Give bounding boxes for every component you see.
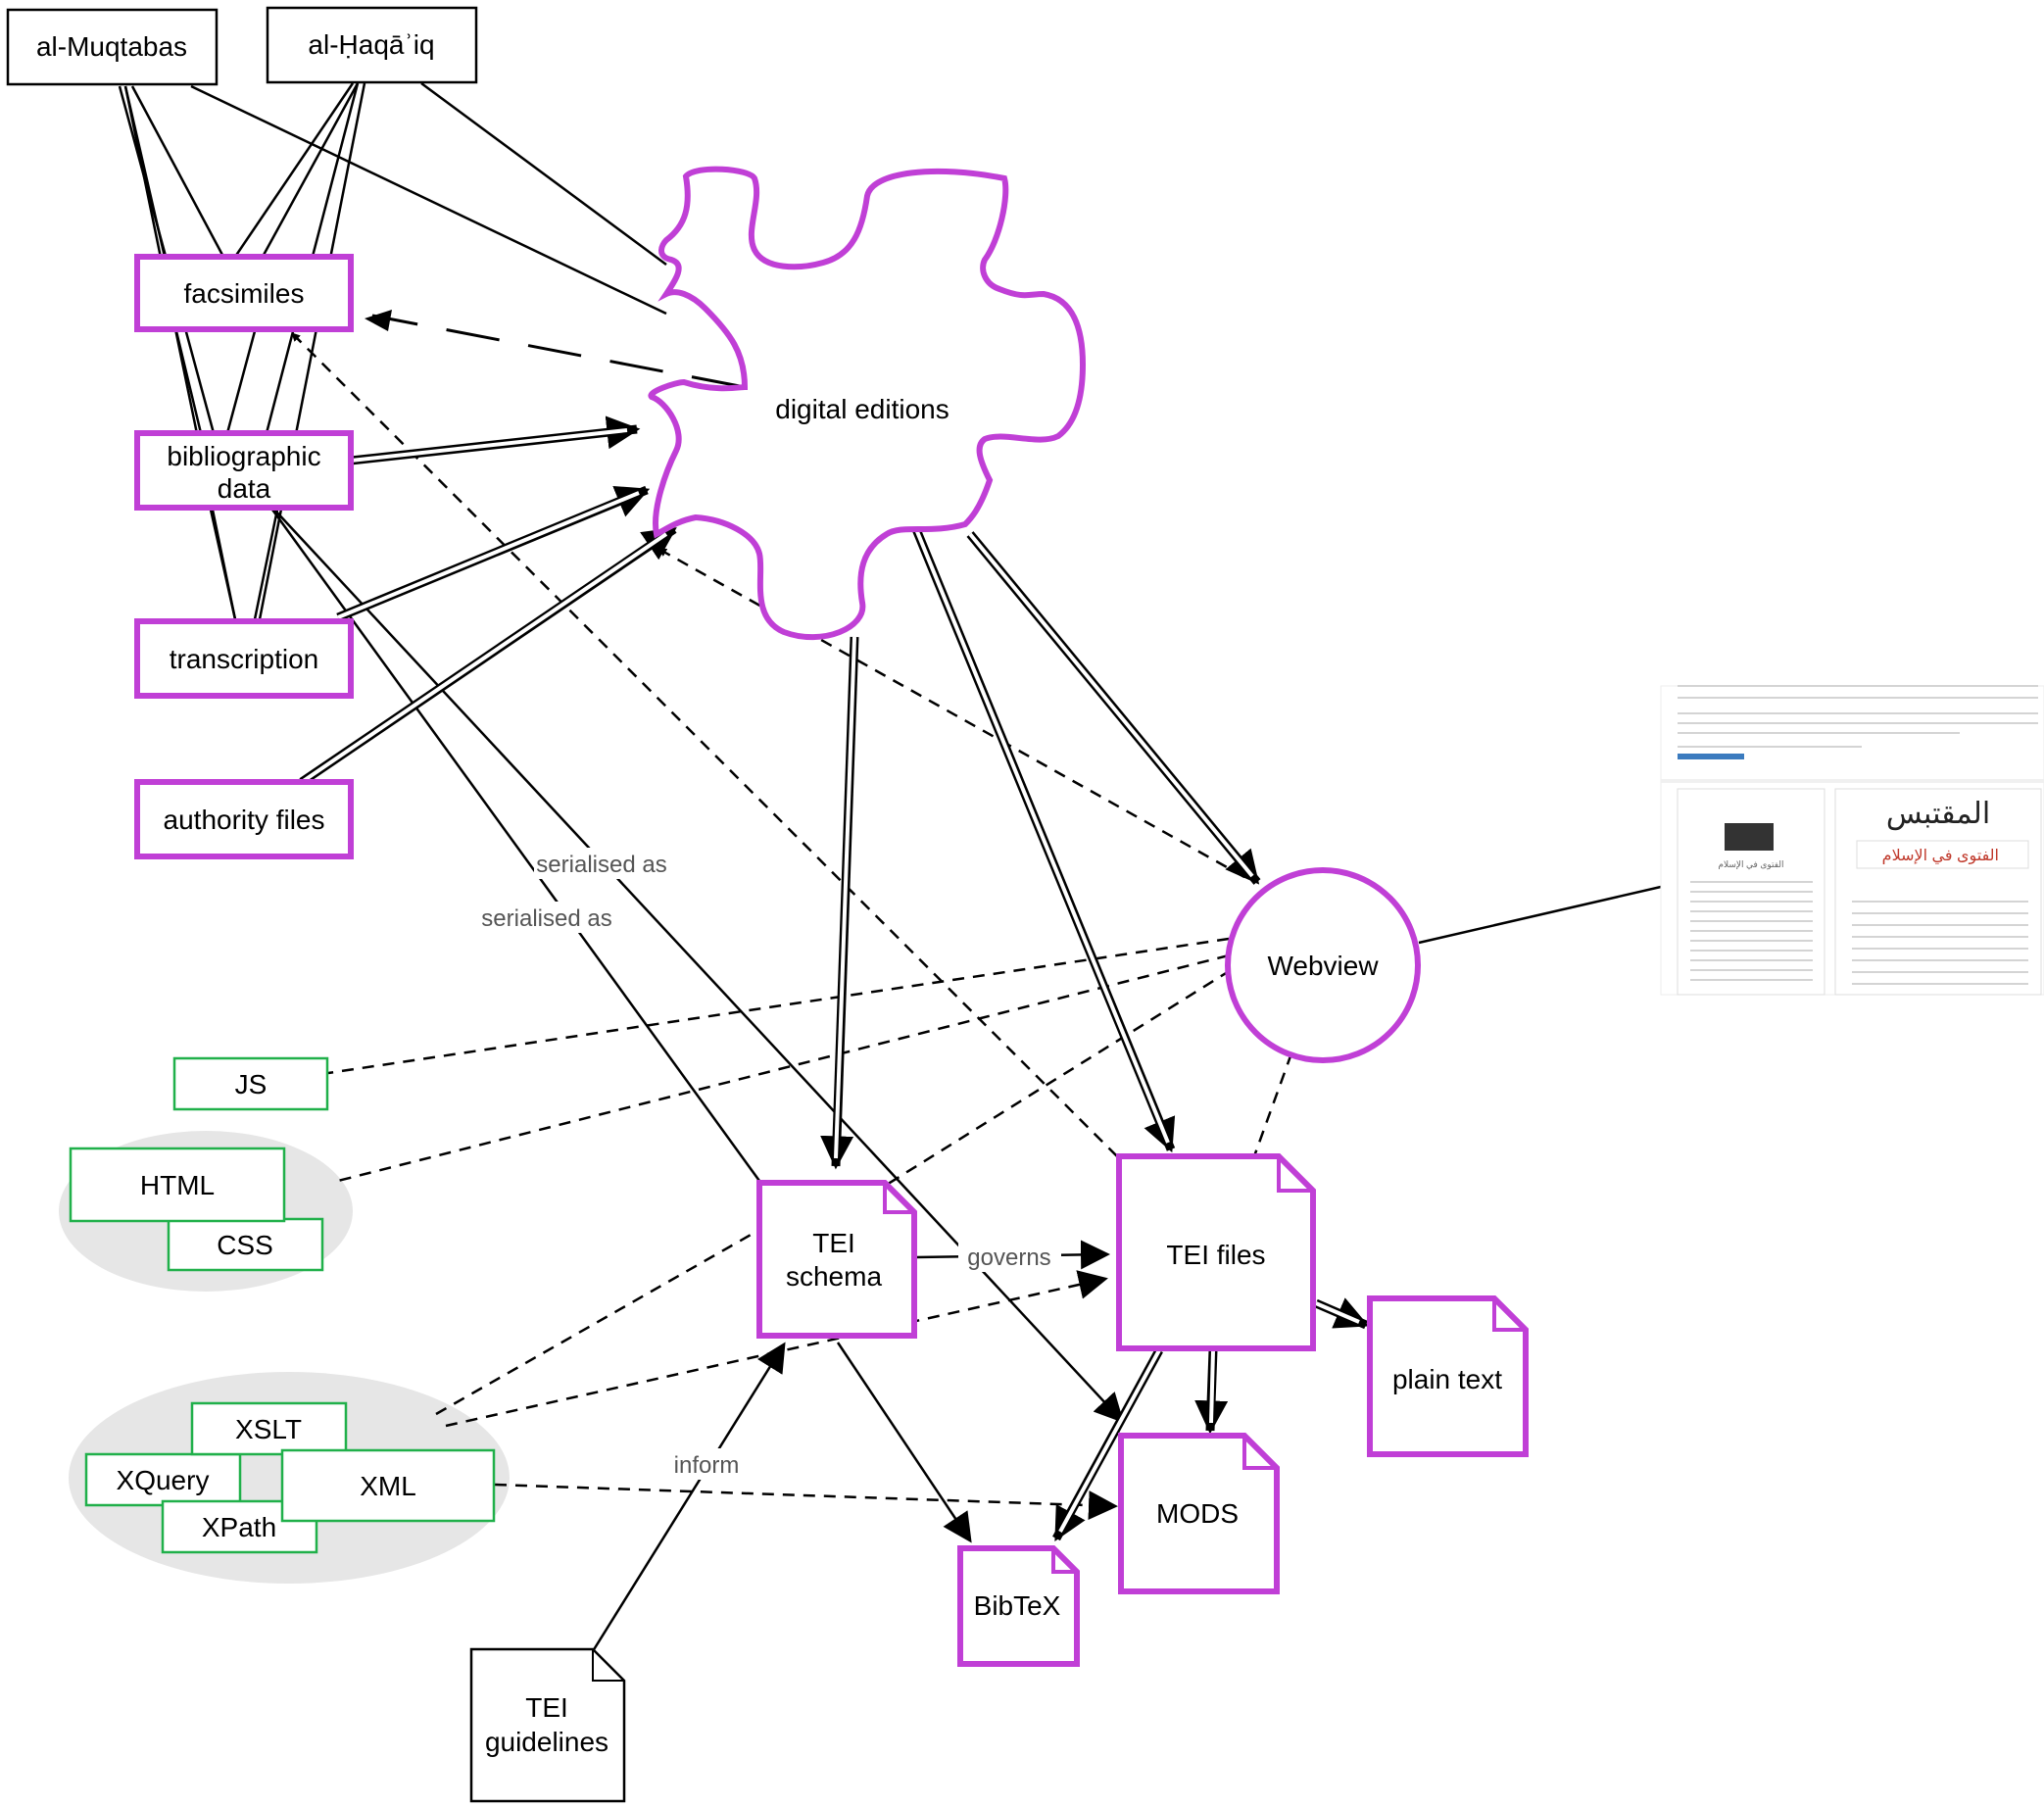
xslt-label: XSLT bbox=[235, 1414, 302, 1444]
node-html[interactable]: HTML bbox=[69, 1147, 286, 1223]
facsimiles-label: facsimiles bbox=[184, 278, 305, 309]
node-al-haqaiq[interactable]: al-Ḥaqāʾiq bbox=[266, 6, 478, 84]
plain-text-label: plain text bbox=[1392, 1364, 1502, 1394]
html-label: HTML bbox=[140, 1170, 215, 1200]
webview-screenshot: الفتوى في الإسلام المقتبس الفتوى في الإس… bbox=[1660, 685, 2044, 996]
tei-files-label: TEI files bbox=[1166, 1240, 1265, 1270]
node-mods[interactable]: MODS bbox=[1118, 1433, 1280, 1594]
transcription-label: transcription bbox=[170, 644, 319, 674]
node-facsimiles[interactable]: facsimiles bbox=[134, 254, 354, 332]
edge-label-governs: governs bbox=[967, 1245, 1050, 1271]
al-muqtabas-label: al-Muqtabas bbox=[36, 31, 187, 62]
node-bibtex[interactable]: BibTeX bbox=[957, 1545, 1080, 1667]
js-label: JS bbox=[235, 1069, 268, 1099]
mods-label: MODS bbox=[1156, 1498, 1239, 1529]
node-xml[interactable]: XML bbox=[280, 1448, 496, 1523]
node-tei-guidelines[interactable]: TEI guidelines bbox=[469, 1647, 626, 1803]
tei-guidelines-label-1: TEI bbox=[525, 1692, 568, 1723]
data-label: data bbox=[218, 473, 271, 504]
node-xslt[interactable]: XSLT bbox=[190, 1401, 348, 1456]
node-css[interactable]: CSS bbox=[167, 1217, 324, 1272]
node-authority-files[interactable]: authority files bbox=[134, 779, 354, 859]
node-plain-text[interactable]: plain text bbox=[1367, 1295, 1529, 1457]
node-xquery[interactable]: XQuery bbox=[84, 1452, 242, 1507]
dashed-connections bbox=[291, 310, 1293, 1521]
double-arrows bbox=[299, 415, 1370, 1541]
digital-editions-label: digital editions bbox=[775, 394, 949, 424]
al-haqaiq-label: al-Ḥaqāʾiq bbox=[308, 29, 434, 60]
node-webview[interactable]: Webview bbox=[1225, 867, 1421, 1063]
node-tei-files[interactable]: TEI files bbox=[1116, 1153, 1316, 1351]
tei-guidelines-label-2: guidelines bbox=[485, 1727, 608, 1757]
node-js[interactable]: JS bbox=[172, 1056, 329, 1111]
css-label: CSS bbox=[217, 1230, 273, 1260]
bibliographic-label: bibliographic bbox=[167, 441, 320, 471]
tei-schema-label-1: TEI bbox=[812, 1228, 855, 1258]
node-tei-schema[interactable]: TEI schema bbox=[756, 1180, 917, 1339]
edge-label-serialised-as-1: serialised as bbox=[536, 852, 666, 878]
xpath-label: XPath bbox=[202, 1512, 276, 1542]
svg-text:الفتوى في الإسلام: الفتوى في الإسلام bbox=[1718, 859, 1783, 870]
screenshot-title: المقتبس bbox=[1886, 798, 1990, 830]
authority-files-label: authority files bbox=[164, 805, 325, 835]
xquery-label: XQuery bbox=[117, 1465, 210, 1495]
tei-schema-label-2: schema bbox=[786, 1261, 882, 1292]
xml-label: XML bbox=[360, 1471, 416, 1501]
bibtex-label: BibTeX bbox=[974, 1590, 1061, 1621]
webview-label: Webview bbox=[1267, 951, 1379, 981]
node-al-muqtabas[interactable]: al-Muqtabas bbox=[6, 8, 219, 86]
edge-label-inform: inform bbox=[674, 1452, 740, 1479]
screenshot-subtitle: الفتوى في الإسلام bbox=[1882, 848, 1999, 865]
node-digital-editions[interactable]: digital editions bbox=[648, 166, 1087, 641]
node-transcription[interactable]: transcription bbox=[134, 618, 354, 699]
edge-label-serialised-as-2: serialised as bbox=[481, 905, 611, 932]
node-bibliographic-data[interactable]: bibliographic data bbox=[134, 430, 354, 511]
